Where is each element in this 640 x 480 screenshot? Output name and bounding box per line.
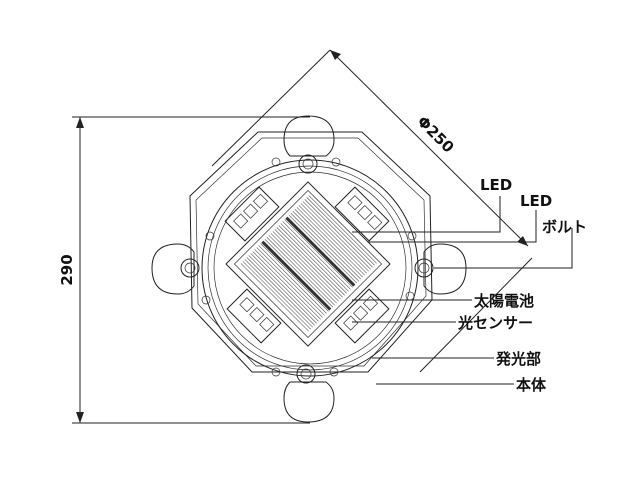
solar-bus-bar — [285, 216, 356, 287]
lug-bottom — [283, 364, 335, 423]
solar-cell-line — [268, 235, 337, 304]
solar-cell-line — [292, 211, 361, 280]
solar-cell-line — [300, 203, 369, 272]
solar-cell-line — [260, 243, 329, 312]
label-solar-cell: 太陽電池 — [474, 292, 534, 310]
label-body: 本体 — [516, 376, 547, 394]
lug-right — [414, 243, 467, 295]
solar-cell-line — [290, 213, 359, 282]
solar-cell-line — [270, 233, 339, 302]
led-housing-bottom-left — [226, 288, 282, 344]
solar-cell-line — [306, 197, 375, 266]
height-dimension: 290 — [58, 116, 310, 424]
solar-cell-line — [296, 207, 365, 276]
label-light-sensor: 光センサー — [457, 314, 533, 332]
solar-cell-line — [266, 237, 335, 306]
solar-cell-line — [250, 253, 319, 322]
lug-top — [283, 115, 335, 174]
solar-cell-line — [248, 255, 317, 324]
callout-labels: LED LED ボルト 太陽電池 光センサー 発光部 本体 — [457, 176, 587, 394]
solar-cell-line — [264, 239, 333, 308]
solar-cell-line — [280, 223, 349, 292]
solar-panel — [225, 181, 391, 347]
leader-lines — [352, 196, 573, 385]
solar-cell-line — [254, 249, 323, 318]
solar-cell-line — [240, 263, 309, 332]
led-housings — [224, 186, 390, 344]
height-dimension-label: 290 — [58, 254, 76, 285]
solar-cell-grid — [240, 195, 377, 332]
solar-cell-line — [246, 257, 315, 326]
label-emitter: 発光部 — [495, 350, 541, 368]
mounting-lugs — [151, 115, 467, 423]
label-led-2: LED — [520, 192, 552, 210]
solar-bus-bar — [261, 240, 332, 311]
solar-cell-line — [272, 231, 341, 300]
solar-cell-line — [294, 209, 363, 278]
solar-cell-line — [252, 251, 321, 320]
solar-cell-line — [242, 261, 311, 330]
solar-cell-line — [258, 245, 327, 314]
solar-cell-line — [284, 219, 353, 288]
solar-cell-line — [278, 225, 347, 294]
diameter-dimension-label: Φ250 — [414, 113, 458, 157]
solar-cell-line — [274, 229, 343, 298]
led-housing-top-left — [224, 186, 280, 242]
label-bolt: ボルト — [542, 218, 587, 236]
solar-cell-line — [244, 259, 313, 328]
led-housing-top-right — [334, 186, 390, 242]
lug-left — [151, 243, 200, 295]
label-led-1: LED — [480, 176, 512, 194]
solar-cell-line — [302, 201, 371, 270]
led-housing-bottom-right — [334, 288, 390, 344]
solar-cell-line — [276, 227, 345, 296]
marker-body — [189, 131, 433, 377]
solar-cell-line — [256, 247, 325, 316]
solar-cell-line — [308, 195, 377, 264]
solar-cell-line — [304, 199, 373, 268]
solar-cell-line — [288, 214, 358, 284]
solar-cell-line — [282, 221, 351, 290]
solar-cell-line — [298, 205, 367, 274]
